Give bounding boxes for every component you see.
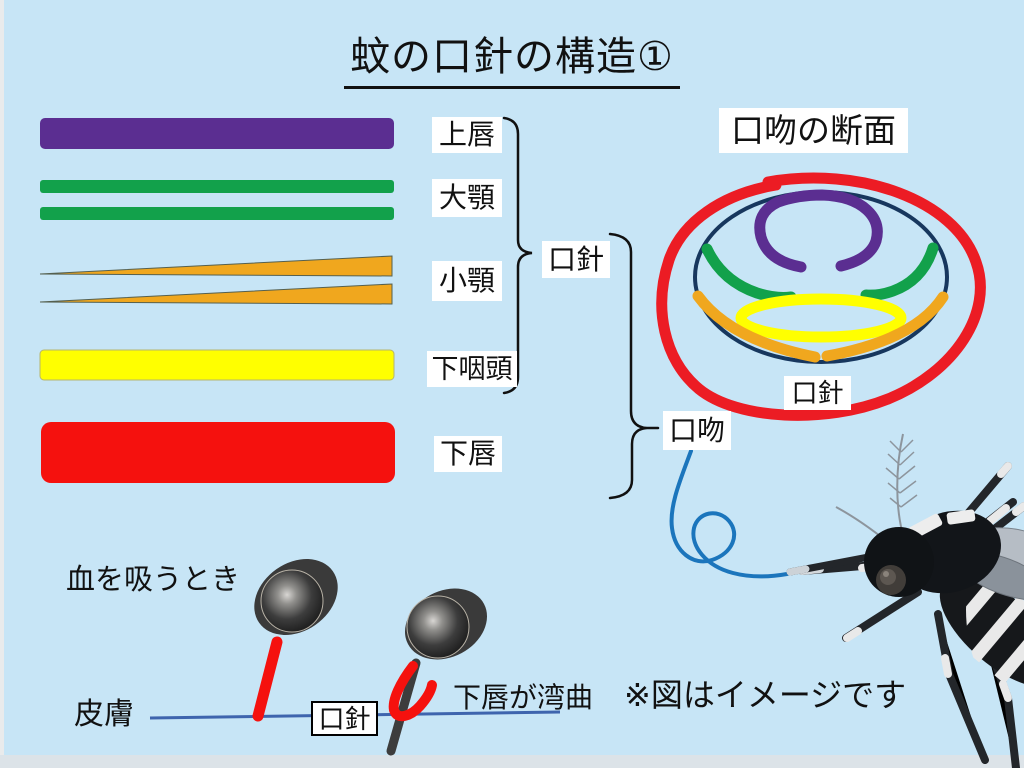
sucking-head-bent: [386, 588, 488, 756]
maxilla-needle-1: [39, 255, 393, 277]
compound-eye-2: [406, 595, 470, 659]
cross-section-labrum-arc: [754, 189, 883, 273]
cross-section-hypopharynx-ring: [735, 293, 907, 343]
cross-section-maxilla-right: [821, 291, 949, 362]
mandible-bar-2: [40, 207, 394, 220]
proboscis-pointer-curve: [669, 449, 789, 579]
slide-left-edge: [0, 0, 4, 768]
cross-section-maxilla-left: [692, 290, 821, 363]
thorax-patch-2: [946, 509, 976, 525]
labrum-bar: [40, 118, 394, 149]
cross-section-red-circle: [656, 172, 986, 421]
mosquito-eye-highlight: [883, 571, 889, 577]
proboscis-cross-section: [656, 172, 986, 421]
cross-section-mandible-right: [860, 242, 939, 301]
skin-line: [149, 710, 561, 720]
slide-bottom-edge: [0, 755, 1024, 768]
mandible-bar-1: [40, 180, 394, 193]
labium-proboscis-straight: [252, 636, 283, 722]
antenna-feathers: [885, 439, 918, 508]
mosquito-eye-inner: [880, 569, 896, 585]
sucking-head-straight: [252, 559, 338, 722]
mosquito-illustration: [786, 433, 1024, 768]
mosquito-proboscis-tip: [786, 565, 810, 576]
hypopharynx-bar: [39, 349, 395, 381]
maxilla-needle-2: [39, 283, 393, 305]
stylet-group-brace: [502, 116, 533, 395]
labium-bar: [41, 422, 395, 483]
compound-eye: [260, 569, 324, 633]
proboscis-group-brace: [608, 232, 660, 500]
mouthpart-bars: [39, 118, 395, 483]
antenna: [896, 433, 904, 532]
labium-bent: [388, 661, 437, 722]
stylet-needle: [386, 658, 421, 756]
